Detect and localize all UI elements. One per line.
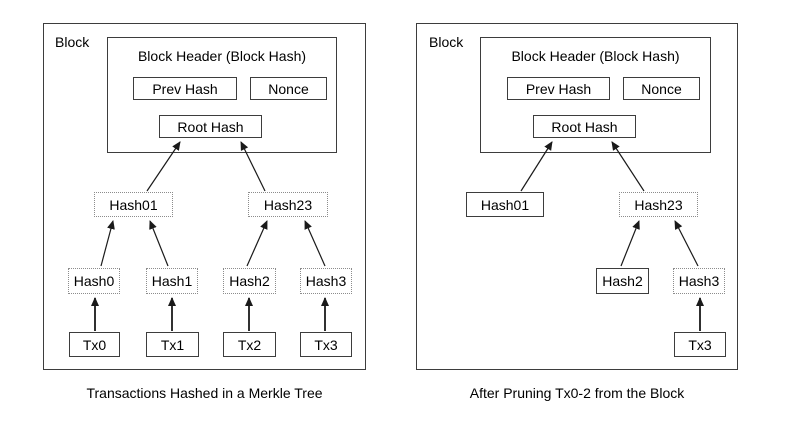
block-header-title: Block Header (Block Hash) bbox=[137, 48, 307, 64]
nonce-box: Nonce bbox=[623, 77, 700, 100]
node-tx0: Tx0 bbox=[69, 332, 120, 357]
block-header-box bbox=[107, 37, 337, 153]
node-hash01: Hash01 bbox=[466, 192, 544, 217]
block-label: Block bbox=[429, 34, 464, 50]
node-hash01: Hash01 bbox=[94, 192, 173, 217]
block-container bbox=[416, 23, 738, 370]
prev-hash-box: Prev Hash bbox=[507, 77, 610, 100]
block-header-title: Block Header (Block Hash) bbox=[511, 48, 680, 64]
node-hash3: Hash3 bbox=[673, 268, 725, 294]
node-tx3: Tx3 bbox=[300, 332, 352, 357]
node-hash2: Hash2 bbox=[223, 268, 276, 294]
nonce-box: Nonce bbox=[250, 77, 327, 100]
caption-merkle-tree: Transactions Hashed in a Merkle Tree bbox=[86, 385, 323, 401]
node-hash2: Hash2 bbox=[596, 268, 649, 294]
root-hash-box: Root Hash bbox=[159, 115, 262, 138]
node-tx2: Tx2 bbox=[223, 332, 276, 357]
block-header-box bbox=[480, 37, 711, 153]
block-label: Block bbox=[55, 34, 90, 50]
node-hash23: Hash23 bbox=[248, 192, 328, 217]
caption-pruned-block: After Pruning Tx0-2 from the Block bbox=[469, 385, 685, 401]
node-hash1: Hash1 bbox=[146, 268, 198, 294]
node-hash23: Hash23 bbox=[619, 192, 698, 217]
block-container bbox=[43, 23, 366, 370]
node-hash3: Hash3 bbox=[300, 268, 352, 294]
node-tx3: Tx3 bbox=[674, 332, 726, 357]
prev-hash-box: Prev Hash bbox=[133, 77, 237, 100]
node-tx1: Tx1 bbox=[146, 332, 199, 357]
root-hash-box: Root Hash bbox=[533, 115, 636, 138]
node-hash0: Hash0 bbox=[68, 268, 120, 294]
